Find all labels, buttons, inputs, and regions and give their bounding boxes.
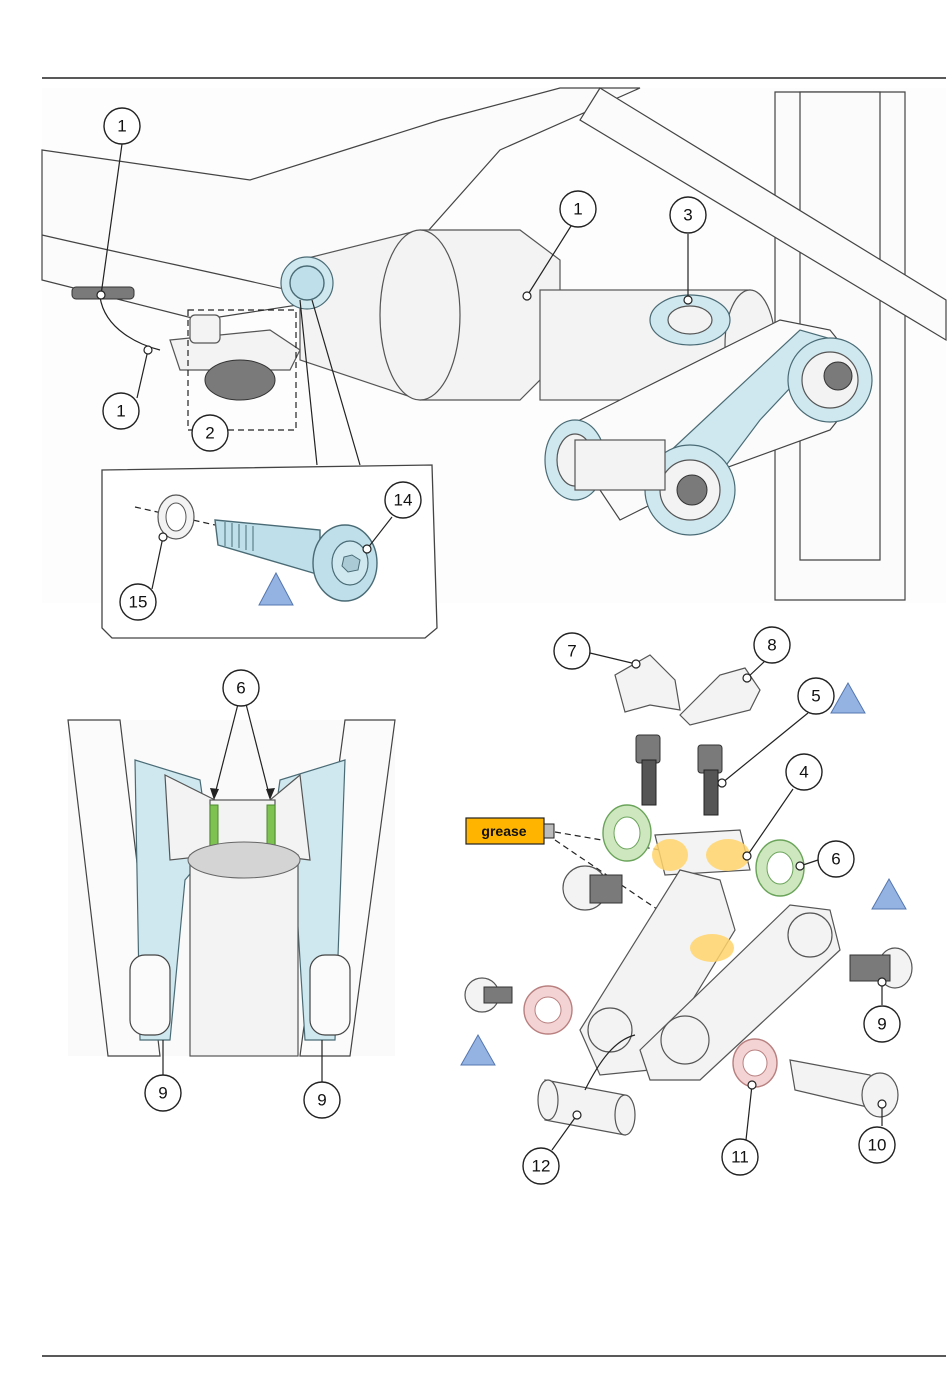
svg-text:9: 9 bbox=[317, 1091, 326, 1110]
callout-14: 14 bbox=[385, 482, 421, 518]
svg-text:4: 4 bbox=[799, 763, 808, 782]
callout-5: 5 bbox=[798, 678, 834, 714]
svg-text:7: 7 bbox=[567, 642, 576, 661]
callout-12: 12 bbox=[523, 1148, 559, 1184]
svg-text:14: 14 bbox=[394, 491, 413, 510]
callout-11: 11 bbox=[722, 1139, 758, 1175]
callout-1b: 1 bbox=[103, 393, 139, 429]
warning-triangle-icon bbox=[872, 879, 906, 909]
svg-text:6: 6 bbox=[831, 850, 840, 869]
svg-text:8: 8 bbox=[767, 636, 776, 655]
grease-label: grease bbox=[481, 823, 526, 839]
callout-1a: 1 bbox=[104, 108, 140, 144]
callout-7: 7 bbox=[554, 633, 590, 669]
svg-text:3: 3 bbox=[683, 206, 692, 225]
collet-7 bbox=[615, 655, 680, 712]
callout-9-right: 9 bbox=[864, 1006, 900, 1042]
svg-text:1: 1 bbox=[117, 117, 126, 136]
callout-6-right: 6 bbox=[818, 841, 854, 877]
callout-3: 3 bbox=[670, 197, 706, 233]
svg-text:9: 9 bbox=[158, 1084, 167, 1103]
svg-text:1: 1 bbox=[116, 402, 125, 421]
callout-9-mid: 9 bbox=[304, 1082, 340, 1118]
callout-1c: 1 bbox=[560, 191, 596, 227]
callout-2: 2 bbox=[192, 415, 228, 451]
warning-triangle-icon bbox=[831, 683, 865, 713]
rear-view-illustration bbox=[68, 704, 395, 1085]
svg-text:5: 5 bbox=[811, 687, 820, 706]
exploded-view bbox=[465, 655, 912, 1135]
callout-6-top: 6 bbox=[223, 670, 259, 706]
callout-8: 8 bbox=[754, 627, 790, 663]
svg-text:2: 2 bbox=[205, 424, 214, 443]
svg-text:11: 11 bbox=[731, 1148, 749, 1167]
svg-text:6: 6 bbox=[236, 679, 245, 698]
callout-9-left: 9 bbox=[145, 1075, 181, 1111]
svg-text:10: 10 bbox=[868, 1136, 887, 1155]
svg-text:1: 1 bbox=[573, 200, 582, 219]
svg-text:15: 15 bbox=[129, 593, 148, 612]
callout-4: 4 bbox=[786, 754, 822, 790]
svg-text:9: 9 bbox=[877, 1015, 886, 1034]
callout-10: 10 bbox=[859, 1127, 895, 1163]
callout-15: 15 bbox=[120, 584, 156, 620]
svg-text:12: 12 bbox=[532, 1157, 551, 1176]
warning-triangle-icon bbox=[461, 1035, 495, 1065]
